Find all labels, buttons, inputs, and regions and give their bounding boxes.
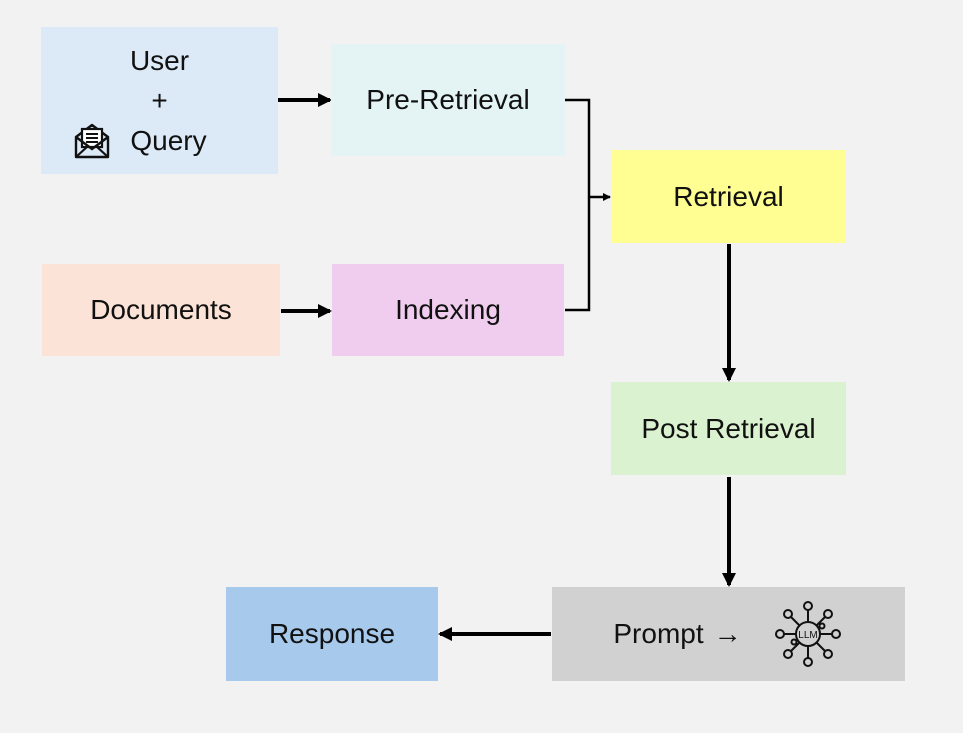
post-retrieval-node: Post Retrieval — [611, 382, 846, 475]
llm-icon-label: LLM — [798, 630, 817, 641]
prompt-label: Prompt — [613, 618, 704, 649]
user-query-node: User + Query — [41, 27, 278, 174]
query-label: Query — [130, 124, 207, 156]
user-label: User — [129, 44, 190, 76]
connector-indexing-to-retrieval — [565, 197, 591, 312]
llm-network-icon: LLM — [774, 601, 841, 667]
retrieval-node: Retrieval — [611, 150, 846, 243]
prompt-content: Prompt → LLM — [613, 598, 843, 670]
envelope-open-icon — [75, 123, 110, 158]
connector-preretrieval-to-retrieval — [565, 98, 591, 197]
documents-label: Documents — [90, 294, 232, 325]
query-row: Query — [75, 121, 207, 161]
pre-retrieval-label: Pre-Retrieval — [366, 84, 530, 115]
retrieval-label: Retrieval — [673, 180, 784, 212]
indexing-node: Indexing — [332, 264, 564, 356]
post-retrieval-label: Post Retrieval — [641, 412, 816, 444]
response-label: Response — [268, 618, 396, 649]
documents-node: Documents — [42, 264, 280, 356]
prompt-node: Prompt → LLM — [552, 587, 905, 681]
indexing-label: Indexing — [395, 294, 501, 325]
right-arrow-icon: → — [713, 618, 742, 649]
plus-label: + — [151, 84, 168, 116]
response-node: Response — [226, 587, 438, 681]
pre-retrieval-node: Pre-Retrieval — [331, 44, 565, 156]
